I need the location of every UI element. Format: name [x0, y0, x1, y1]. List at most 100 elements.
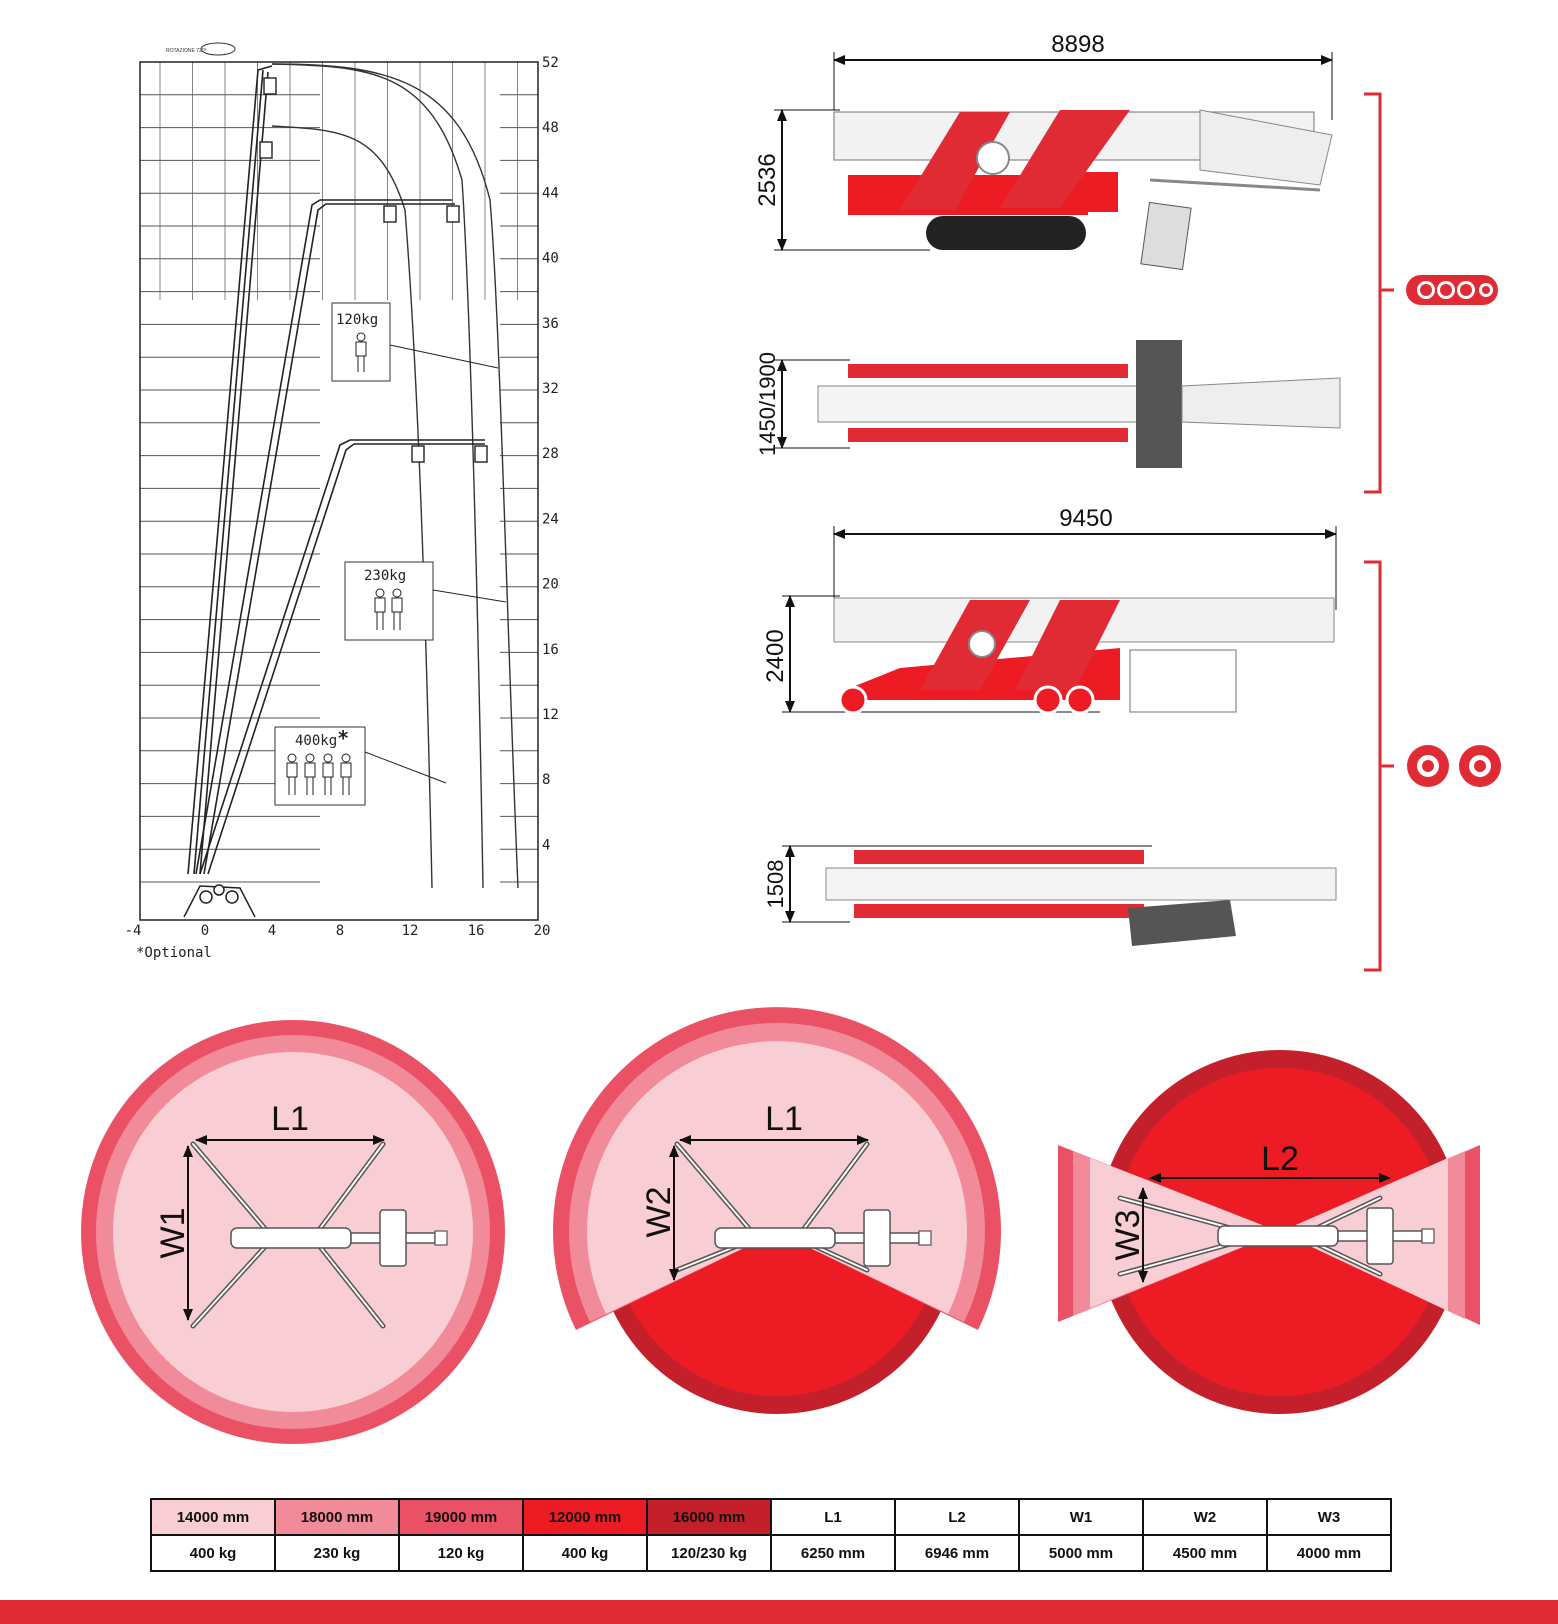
table-value-cell: 5000 mm [1018, 1534, 1144, 1572]
table-header-cell: W1 [1018, 1498, 1144, 1536]
track-side-view: 8898 2536 [754, 31, 1333, 271]
wheel-version-bracket [1364, 560, 1501, 972]
boom-vertical [187, 65, 273, 875]
crawler-track-icon [1406, 275, 1498, 305]
person-icon [391, 588, 403, 630]
zone-label-120kg-text: 120kg [336, 312, 378, 328]
table-value-cell: 4500 mm [1142, 1534, 1268, 1572]
y-tick-label: 16 [542, 642, 559, 658]
envelope-400kg [271, 125, 433, 889]
y-tick-label: 32 [542, 381, 559, 397]
y-tick-label: 28 [542, 446, 559, 462]
y-tick-label: 40 [542, 251, 559, 267]
machine-base [183, 884, 256, 918]
person-icon [374, 588, 386, 630]
wheel-top-view: 1508 [763, 845, 1337, 946]
y-axis-ticks: 52 48 44 40 36 32 28 24 20 16 12 8 4 [542, 55, 559, 853]
w1-label: W1 [154, 1208, 192, 1259]
track-length-label: 8898 [1051, 31, 1104, 58]
zone-label-400kg-text: 400kg* [295, 726, 349, 750]
y-tick-label: 36 [542, 316, 559, 332]
l2-label: L2 [1261, 1140, 1299, 1178]
table-header-cell: 16000 mm [646, 1498, 772, 1536]
chart-frame [139, 61, 539, 921]
x-tick-label: 8 [336, 923, 344, 939]
table-header-cell: 19000 mm [398, 1498, 524, 1536]
machine-top-view [1117, 1195, 1435, 1277]
person-icon [304, 753, 316, 795]
envelope-230kg [271, 63, 484, 889]
table-header-cell: W2 [1142, 1498, 1268, 1536]
wheel-length-label: 9450 [1059, 505, 1112, 532]
w3-label: W3 [1109, 1210, 1147, 1261]
boom-positions [187, 65, 485, 875]
person-icon [340, 753, 352, 795]
track-width-label: 1450/1900 [755, 352, 780, 456]
table-header-cell: L1 [770, 1498, 896, 1536]
zone-label-400kg: 400kg* [274, 726, 447, 806]
track-version-bracket [1364, 92, 1498, 494]
outrigger-diagram-1: L1 W1 [81, 1020, 505, 1444]
boom-mid [195, 199, 452, 875]
table-header-cell: W3 [1266, 1498, 1392, 1536]
zone-label-120kg: 120kg [331, 302, 499, 382]
rotation-logo-text: ROTAZIONE 720° [166, 48, 207, 54]
y-tick-label: 8 [542, 772, 550, 788]
wheel-width-label: 1508 [763, 860, 788, 909]
person-icons-group [286, 753, 352, 795]
wheel-height-label: 2400 [762, 629, 789, 682]
x-tick-label: 4 [268, 923, 276, 939]
y-tick-label: 12 [542, 707, 559, 723]
y-tick-label: 24 [542, 511, 559, 527]
track-top-view: 1450/1900 [755, 340, 1341, 468]
l1-label: L1 [271, 1100, 309, 1138]
l1-label-2: L1 [765, 1100, 803, 1138]
x-tick-label: 16 [468, 923, 485, 939]
y-tick-label: 20 [542, 577, 559, 593]
table-value-cell: 6946 mm [894, 1534, 1020, 1572]
y-tick-label: 4 [542, 837, 550, 853]
table-value-cell: 120/230 kg [646, 1534, 772, 1572]
machine-top-view [190, 1141, 448, 1329]
y-tick-label: 48 [542, 120, 559, 136]
table-header-cell: 14000 mm [150, 1498, 276, 1536]
table-header-cell: 18000 mm [274, 1498, 400, 1536]
envelope-120kg [271, 63, 519, 889]
bottom-red-bar [0, 1600, 1558, 1624]
machine-top-view [674, 1141, 932, 1273]
table-value-cell: 4000 mm [1266, 1534, 1392, 1572]
x-tick-label: 0 [201, 923, 209, 939]
envelope-curves [271, 63, 519, 889]
outrigger-diagram-2: L1 W2 [553, 1007, 1001, 1414]
x-tick-label: -4 [125, 923, 142, 939]
x-tick-label: 12 [402, 923, 419, 939]
boom-low [199, 439, 485, 875]
table-value-cell: 230 kg [274, 1534, 400, 1572]
person-icon [286, 753, 298, 795]
y-tick-label: 44 [542, 185, 559, 201]
wheel-icon [1407, 745, 1449, 787]
track-height-label: 2536 [754, 153, 781, 206]
zone-label-230kg-text: 230kg [364, 568, 406, 584]
table-value-cell: 400 kg [522, 1534, 648, 1572]
baskets [259, 77, 488, 463]
x-tick-label: 20 [534, 923, 551, 939]
table-header-cell: L2 [894, 1498, 1020, 1536]
dimension-drawings: 8898 2536 1450/1900 [754, 31, 1501, 972]
table-value-cell: 6250 mm [770, 1534, 896, 1572]
y-tick-label: 52 [542, 55, 559, 71]
zone-label-230kg: 230kg [344, 561, 507, 641]
w2-label: W2 [640, 1187, 678, 1238]
outrigger-diagram-3: L2 W3 [1058, 1050, 1480, 1414]
table-value-cell: 120 kg [398, 1534, 524, 1572]
table-header-cell: 12000 mm [522, 1498, 648, 1536]
wheel-icon [1459, 745, 1501, 787]
wheel-side-view: 9450 2400 [762, 505, 1337, 715]
person-icon [355, 332, 367, 372]
table-value-cell: 400 kg [150, 1534, 276, 1572]
optional-footnote: *Optional [136, 945, 212, 961]
